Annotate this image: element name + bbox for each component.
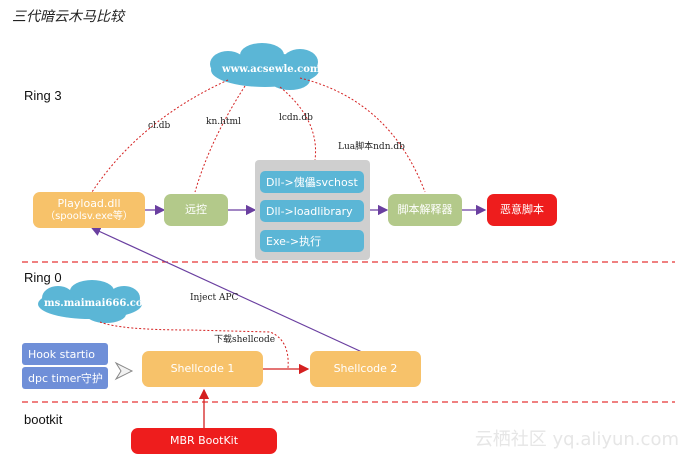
ring3-label: Ring 3 [24, 88, 62, 103]
edge-kn [194, 85, 246, 193]
cloud-left-icon [38, 280, 142, 323]
exe-node: Exe->执行 [260, 230, 364, 252]
edge-label-lua: Lua脚本ndn.db [338, 142, 405, 152]
cloud-top-icon [210, 43, 319, 90]
edge-lcdn [279, 86, 317, 161]
shellcode2-node: Shellcode 2 [310, 351, 421, 387]
arrow-inject-apc [90, 227, 363, 353]
edge-lua [299, 77, 426, 193]
edge-label-kn: kn.html [206, 117, 241, 127]
hook-startio-node: Hook startio [22, 343, 108, 365]
evil-script-node: 恶意脚本 [487, 194, 557, 226]
edge-label-cl: cl.db [148, 121, 171, 131]
edge-download [99, 321, 289, 369]
dpc-timer-node: dpc timer守护 [22, 367, 108, 389]
dll-svchost-node: Dll->傀儡svchost [260, 171, 364, 193]
edge-label-download: 下载shellcode [214, 335, 276, 345]
page-title: 三代暗云木马比较 [12, 9, 124, 25]
mbr-bootkit-node: MBR BootKit [131, 428, 277, 454]
ring0-label: Ring 0 [24, 270, 62, 285]
edge-label-inject: Inject APC [190, 293, 239, 303]
cloud-left-label: ms.maimai666.com [44, 298, 154, 309]
dll-loadlibrary-node: Dll->loadlibrary [260, 200, 364, 222]
shellcode1-node: Shellcode 1 [142, 351, 263, 387]
bootkit-label: bootkit [24, 412, 63, 427]
remote-node: 远控 [164, 194, 228, 226]
interpreter-node: 脚本解释器 [388, 194, 462, 226]
edge-label-lcdn: lcdn.db [279, 113, 313, 123]
payload-node: Playload.dll （spoolsv.exe等） [33, 192, 145, 228]
payload-line1: Playload.dll [57, 196, 121, 210]
hollow-arrow-icon [114, 361, 134, 381]
cloud-top-label: www.acsewle.com [222, 64, 321, 75]
watermark: 云栖社区 yq.aliyun.com [474, 429, 679, 450]
payload-line2: （spoolsv.exe等） [45, 210, 133, 222]
edge-cl [91, 79, 229, 193]
